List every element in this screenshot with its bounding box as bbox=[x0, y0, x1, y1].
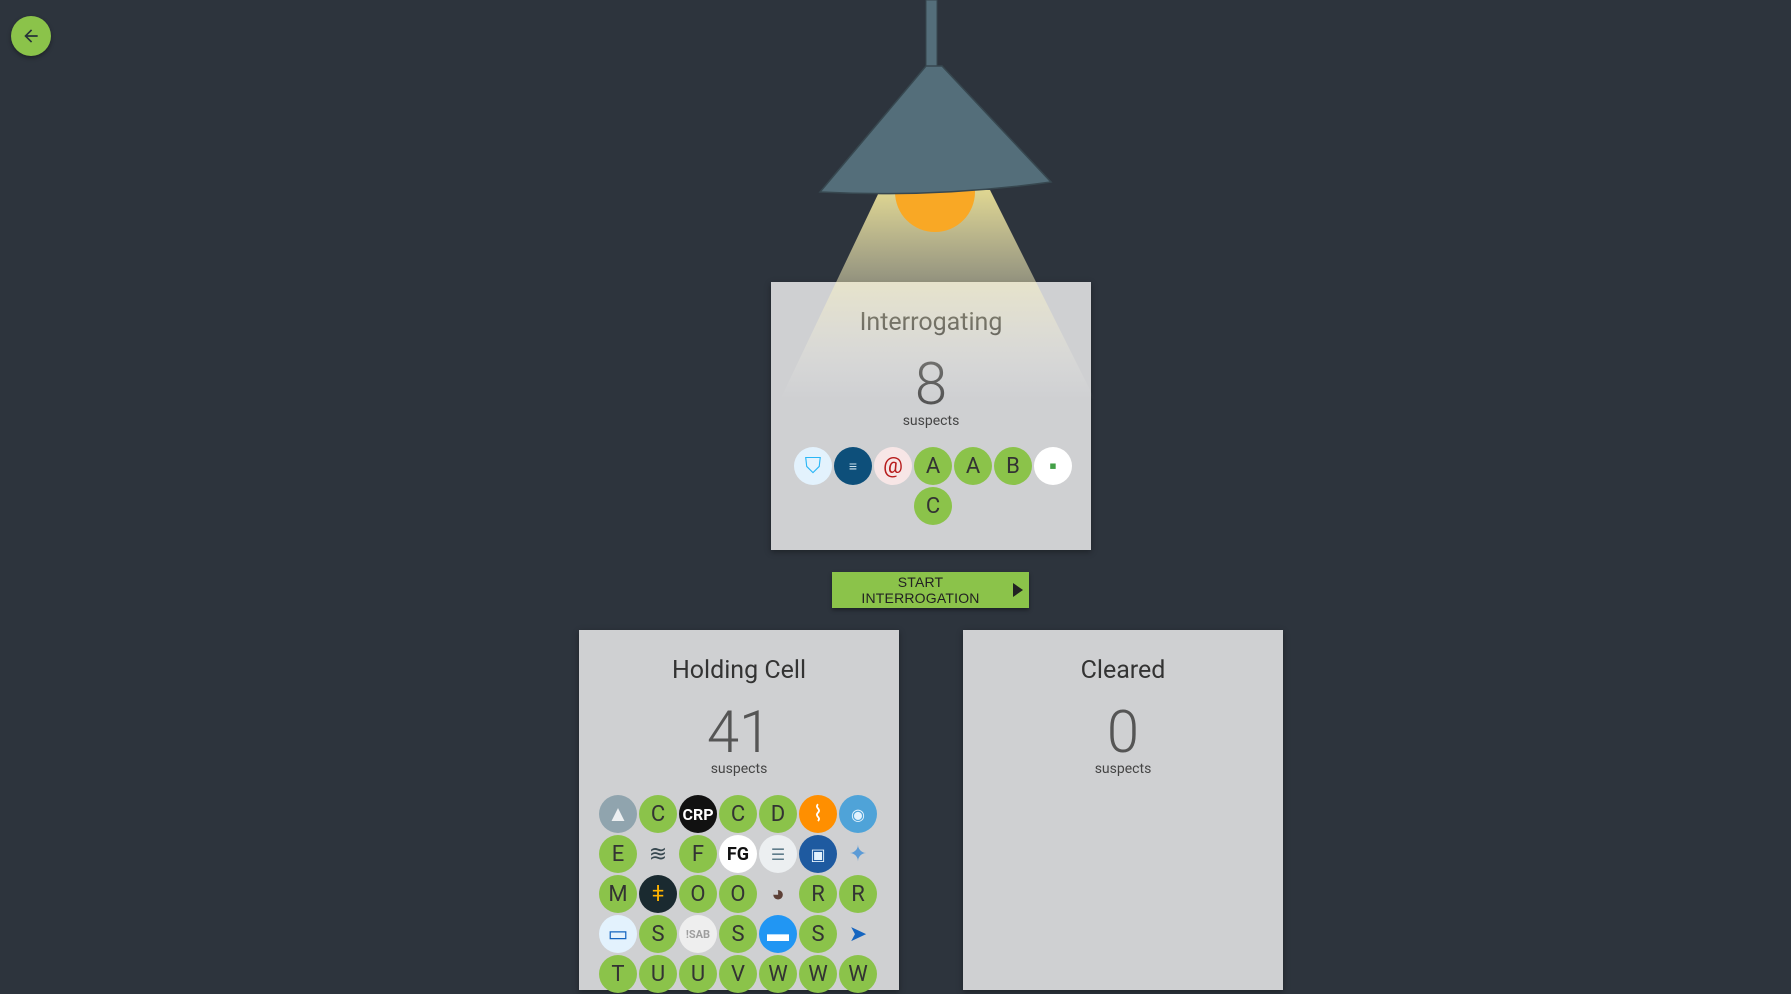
suspect-avatar: O bbox=[719, 875, 757, 913]
spy-detective-icon: ◕ bbox=[759, 875, 797, 913]
sab-logo-icon: !SAB bbox=[679, 915, 717, 953]
suspect-avatar: V bbox=[719, 955, 757, 993]
arrow-left-icon bbox=[24, 29, 38, 43]
suspect-avatar: R bbox=[839, 875, 877, 913]
browser-rocket-icon: ▭ bbox=[599, 915, 637, 953]
back-button[interactable] bbox=[11, 16, 51, 56]
suspect-avatar: T bbox=[599, 955, 637, 993]
lamp-cord bbox=[925, 0, 938, 69]
puzzle-robot-icon: ✦ bbox=[839, 835, 877, 873]
light-bulb bbox=[895, 152, 975, 232]
suspect-avatar: C bbox=[914, 487, 952, 525]
suspect-avatar: U bbox=[639, 955, 677, 993]
card-title: Interrogating bbox=[859, 308, 1003, 337]
suspect-avatar: W bbox=[839, 955, 877, 993]
suspect-count: 0 bbox=[1106, 699, 1140, 767]
suspect-avatar: W bbox=[799, 955, 837, 993]
speed-lines-icon: ≋ bbox=[639, 835, 677, 873]
cleared-card: Cleared 0 suspects bbox=[963, 630, 1283, 990]
archive-box-icon: ▬ bbox=[759, 915, 797, 953]
suspect-avatar: O bbox=[679, 875, 717, 913]
book-icon: ▣ bbox=[799, 835, 837, 873]
torch-icon: ǂ bbox=[639, 875, 677, 913]
blue-badge-icon: ◉ bbox=[839, 795, 877, 833]
start-interrogation-button[interactable]: START INTERROGATION bbox=[832, 572, 1029, 608]
play-icon bbox=[1013, 583, 1023, 597]
shield-plug-icon: ⛉ bbox=[794, 447, 832, 485]
suspects-label: suspects bbox=[710, 761, 768, 777]
suspect-avatar: F bbox=[679, 835, 717, 873]
suspect-avatar: S bbox=[639, 915, 677, 953]
start-interrogation-label: START INTERROGATION bbox=[861, 574, 980, 606]
suspect-count: 8 bbox=[914, 351, 948, 419]
suspect-avatar: W bbox=[759, 955, 797, 993]
suspect-avatar: U bbox=[679, 955, 717, 993]
suspect-avatar: S bbox=[719, 915, 757, 953]
suspect-count: 41 bbox=[706, 699, 772, 767]
suspect-avatar: C bbox=[719, 795, 757, 833]
suspect-avatar: R bbox=[799, 875, 837, 913]
fg-logo-icon: FG bbox=[719, 835, 757, 873]
tooltip-glossary-icon: ▪ bbox=[1034, 447, 1072, 485]
suspect-avatar: E bbox=[599, 835, 637, 873]
card-title: Cleared bbox=[1080, 656, 1166, 685]
suspects-label: suspects bbox=[902, 413, 960, 429]
suspects-label: suspects bbox=[1094, 761, 1152, 777]
accelerated-mobile-pages-project-logo: ≡ bbox=[834, 447, 872, 485]
suspect-avatar: B bbox=[994, 447, 1032, 485]
blue-arrow-icon: ➤ bbox=[839, 915, 877, 953]
mountain-landscape-icon: ▲ bbox=[599, 795, 637, 833]
suspect-avatar: C bbox=[639, 795, 677, 833]
paperclip-icon: ⌇ bbox=[799, 795, 837, 833]
suspect-avatar: A bbox=[954, 447, 992, 485]
at-sign-swirl-icon: @ bbox=[874, 447, 912, 485]
suspect-avatar: A bbox=[914, 447, 952, 485]
crp-logo-icon: CRP bbox=[679, 795, 717, 833]
document-preview-icon: ☰ bbox=[759, 835, 797, 873]
suspect-avatar: D bbox=[759, 795, 797, 833]
suspect-avatar: S bbox=[799, 915, 837, 953]
card-title: Holding Cell bbox=[671, 656, 807, 685]
lamp-shade bbox=[818, 65, 1053, 195]
suspect-avatar: M bbox=[599, 875, 637, 913]
